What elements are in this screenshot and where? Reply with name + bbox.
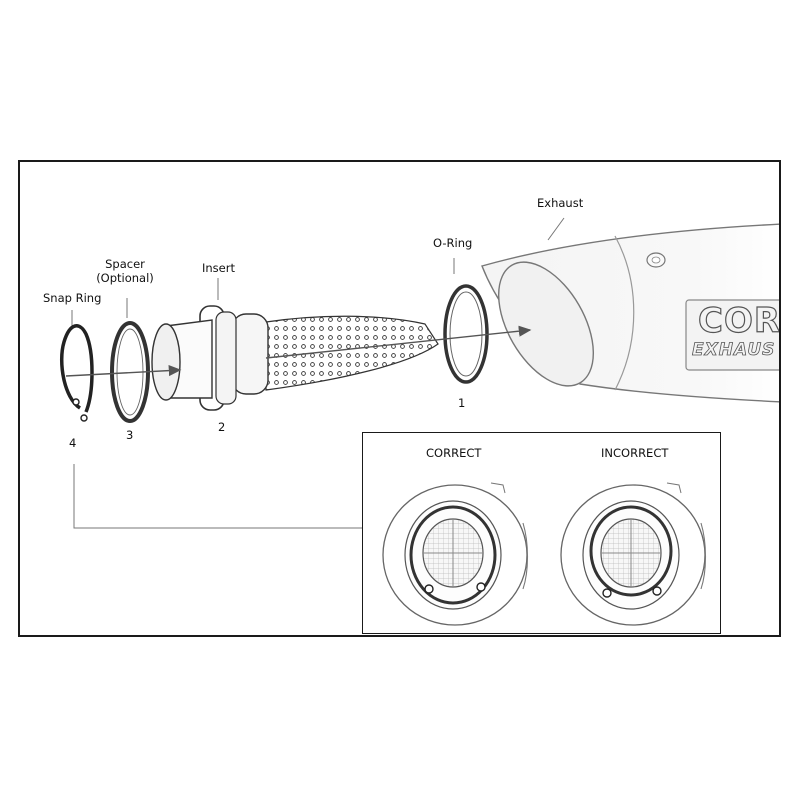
correct-incorrect-inset: CORRECT INCORRECT [362, 432, 721, 634]
assembly-diagram [60, 217, 779, 529]
assembly-arrow-left [65, 364, 182, 377]
exhaust-pipe [481, 223, 779, 403]
badge-brand-text: COR [697, 301, 781, 341]
incorrect-install-view [560, 482, 706, 626]
insert [151, 305, 439, 411]
snap-ring-label: Snap Ring [43, 291, 102, 305]
exhaust-label: Exhaust [537, 196, 584, 210]
o-ring-number: 1 [458, 396, 466, 410]
spacer-number: 3 [126, 428, 134, 442]
snap-ring-number: 4 [69, 436, 77, 450]
insert-label: Insert [202, 261, 235, 275]
exhaust-leader [547, 217, 565, 241]
correct-install-view [382, 482, 528, 626]
inset-connector-line [73, 464, 362, 529]
incorrect-label: INCORRECT [601, 446, 669, 460]
spacer-label: Spacer [105, 257, 145, 271]
assembly-arrow-right [265, 325, 532, 359]
spacer-optional-label: (Optional) [96, 271, 154, 285]
o-ring-label: O-Ring [433, 236, 473, 250]
correct-label: CORRECT [426, 446, 482, 460]
o-ring [443, 284, 489, 384]
badge-exhaust-text: EXHAUS [692, 340, 776, 360]
insert-number: 2 [218, 420, 226, 434]
diagram-frame: COR EXHAUS Exhaust O-Ring Insert Spacer … [18, 160, 781, 637]
snap-ring [60, 324, 94, 422]
